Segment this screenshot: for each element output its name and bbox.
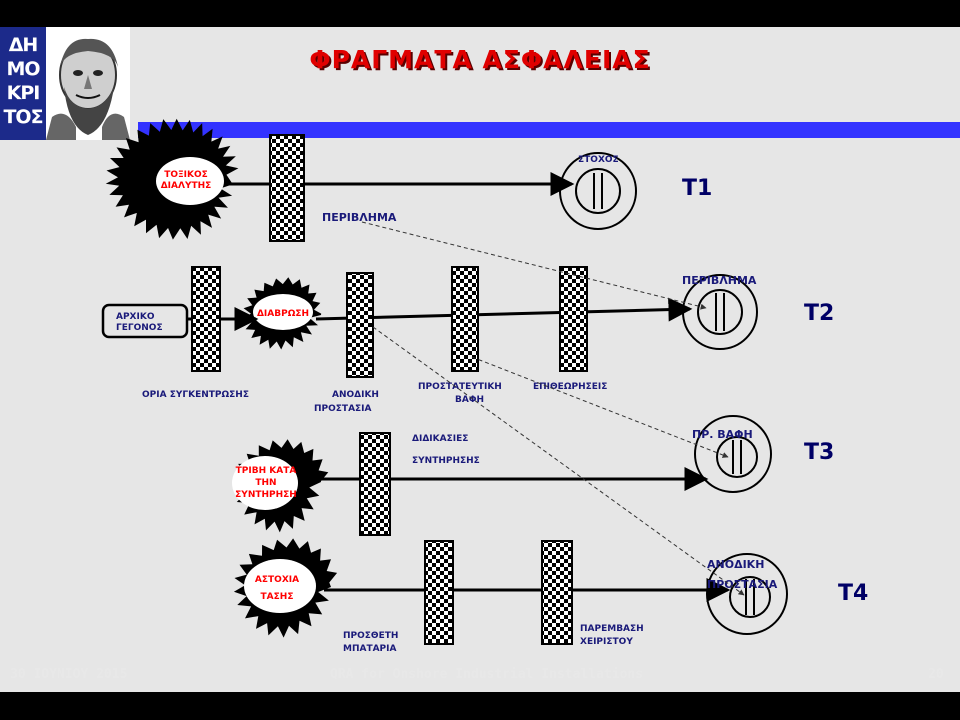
slide-title: ΦΡΑΓΜΑΤΑ ΑΣΦΑΛΕΙΑΣ [309, 45, 651, 74]
hazard-core-friction [232, 456, 298, 510]
page-number: 20 [928, 667, 944, 682]
hazard-label-friction: ΣΥΝΤΗΡΗΣΗ [235, 490, 297, 500]
hazard-label-corrosion: ΔΙΑΒΡΩΣΗ [257, 309, 309, 319]
dashed-reference-arrow [361, 221, 707, 310]
target-label-t2: ΠΕΡΙΒΛΗΜΑ [682, 274, 757, 287]
target-outer [694, 415, 772, 493]
flow-line [315, 297, 693, 322]
logo-portrait [46, 38, 130, 140]
hazard-label-friction: ΤΡΙΒΗ ΚΑΤΑ [236, 466, 297, 476]
target-label-t4: ΠΡΟΣΤΑΣΙΑ [707, 578, 778, 591]
target-outer [706, 553, 788, 635]
title-underline-bar [138, 122, 960, 138]
barrier-concentration-limits [191, 266, 221, 372]
initial-event-box [101, 303, 189, 339]
barrier-label-anodic: ΠΡΟΣΤΑΣΙΑ [314, 404, 372, 414]
target-inner [729, 576, 771, 618]
target-label-t3: ΠΡ. ΒΑΦΗ [692, 428, 753, 441]
target-label: ΣΤΟΧΟΣ [578, 155, 619, 165]
barrier-inspections [559, 266, 588, 372]
hazard-label-voltage: ΑΣΤΟΧΙΑ [255, 575, 299, 585]
logo-letter-line: ΤΟΣ [3, 106, 43, 128]
target-inner [697, 289, 743, 335]
target-id-t1: T1 [682, 176, 712, 201]
safety-barrier-diagram: ΤΟΞΙΚΟΣ ΔΙΑΛΥΤΗΣ ΠΕΡΙΒΛΗΜΑ ΣΤΟΧΟΣ T1 ΑΡΧ… [101, 118, 868, 654]
initial-event-label: ΓΕΓΟΝΟΣ [116, 323, 163, 333]
footer-date: 30 ΙΟΥΝΙΟΥ 2015 [10, 667, 128, 682]
barrier-label-enclosure: ΠΕΡΙΒΛΗΜΑ [322, 211, 397, 224]
barrier-label-maintenance: ΣΥΝΤΗΡΗΣΗΣ [412, 456, 480, 466]
barrier-label-anodic: ΑΝΟΔΙΚΗ [332, 390, 379, 400]
hazard-label-voltage: ΤΑΣΗΣ [261, 592, 294, 602]
hazard-core-voltage [244, 559, 316, 613]
slide: ΔΗ ΜΟ ΚΡΙ ΤΟΣ ΦΡΑΓΜΑΤΑ ΑΣΦΑΛΕΙΑΣ [0, 27, 960, 692]
barrier-anodic-protection [346, 272, 374, 378]
barrier-extra-battery [424, 540, 454, 645]
logo-letter-line: ΔΗ [8, 34, 39, 56]
dashed-reference-arrow [372, 326, 745, 596]
barrier-enclosure [269, 134, 305, 242]
barrier-protective-paint [451, 266, 479, 372]
demokritos-logo: ΔΗ ΜΟ ΚΡΙ ΤΟΣ [0, 27, 130, 140]
hazard-label-toxic: ΤΟΞΙΚΟΣ [164, 170, 208, 180]
barrier-label-concentration: ΟΡΙΑ ΣΥΓΚΕΝΤΡΩΣΗΣ [142, 390, 249, 400]
target-label-t4: ΑΝΟΔΙΚΗ [707, 558, 764, 571]
barrier-label-operator: ΠΑΡΕΜΒΑΣΗ [580, 624, 644, 634]
logo-letter-line: ΚΡΙ [6, 82, 41, 104]
target-id-t2: T2 [804, 301, 834, 326]
barrier-label-maintenance: ΔΙΔΙΚΑΣΙΕΣ [412, 434, 468, 444]
initial-event-label: ΑΡΧΙΚΟ [116, 312, 155, 322]
hazard-label-toxic: ΔΙΑΛΥΤΗΣ [161, 181, 212, 191]
barrier-label-inspections: ΕΠΙΘΕΩΡΗΣΕΙΣ [533, 382, 607, 392]
target-id-t3: T3 [804, 440, 834, 465]
dashed-reference-arrow [471, 356, 729, 458]
target-outer [559, 152, 637, 230]
hazard-core-toxic [156, 157, 224, 205]
barrier-label-battery: ΠΡΟΣΘΕΤΗ [343, 631, 398, 641]
barrier-label-operator: ΧΕΙΡΙΣΤΟΥ [580, 637, 633, 647]
barrier-operator-intervention [541, 540, 573, 645]
barrier-label-paint: ΒΑΦΗ [455, 395, 484, 405]
barrier-label-battery: ΜΠΑΤΑΡΙΑ [343, 644, 397, 654]
barrier-label-paint: ΠΡΟΣΤΑΤΕΥΤΙΚΗ [418, 382, 502, 392]
target-inner [716, 436, 758, 478]
target-inner [575, 168, 621, 214]
logo-letter-line: ΜΟ [6, 58, 40, 80]
barrier-maintenance-procedures [359, 432, 391, 536]
hazard-label-friction: ΤΗΝ [255, 478, 276, 488]
target-outer [682, 274, 758, 350]
hazard-core-corrosion [253, 294, 313, 330]
target-id-t4: T4 [838, 581, 868, 606]
logo-letters: ΔΗ ΜΟ ΚΡΙ ΤΟΣ [0, 27, 46, 140]
footer-title: QRA for Onshore Industrial Installations [330, 667, 644, 682]
